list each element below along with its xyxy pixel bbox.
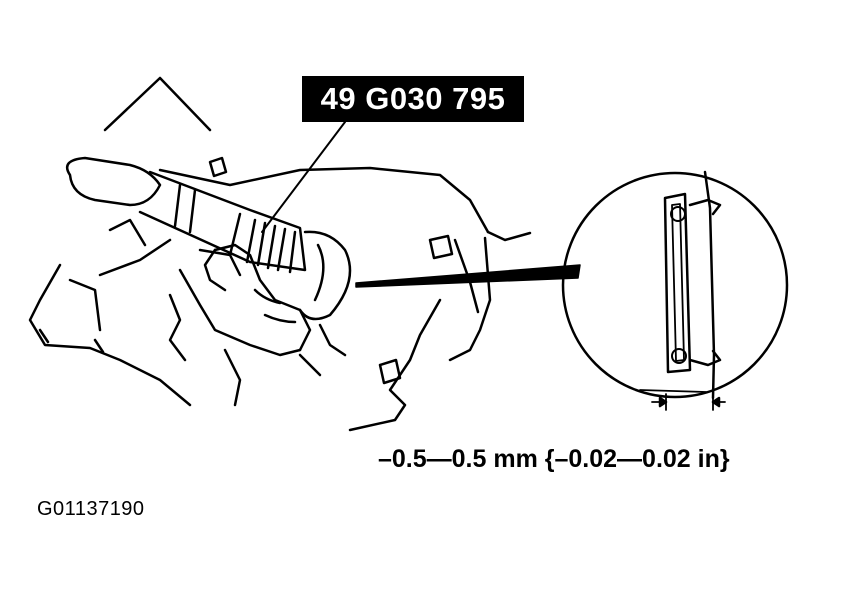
figure-id: G01137190 (37, 498, 145, 520)
transaxle-housing (28, 76, 532, 432)
tool-leader-line (261, 121, 346, 233)
clearance-spec-label: –0.5—0.5 mm {–0.02—0.02 in} (378, 445, 730, 473)
tool-number-label: 49 G030 795 (302, 76, 524, 122)
seal-detail-view (561, 170, 789, 411)
installer-tool (65, 156, 352, 321)
hand-illustration (178, 243, 312, 357)
detail-connector (355, 264, 581, 288)
